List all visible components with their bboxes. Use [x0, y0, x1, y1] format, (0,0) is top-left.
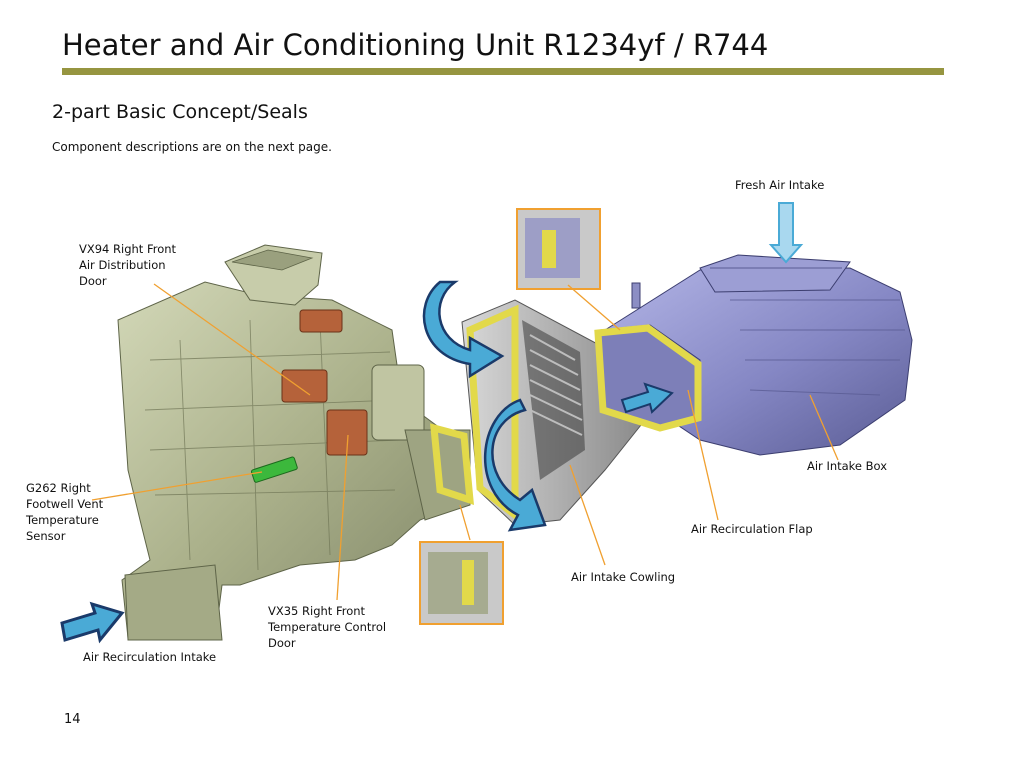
right-arrow-icon — [620, 382, 674, 414]
label-fresh-air-intake: Fresh Air Intake — [735, 178, 825, 192]
page-title: Heater and Air Conditioning Unit R1234yf… — [62, 28, 769, 62]
title-rule — [62, 68, 944, 75]
curved-arrow-icon — [484, 398, 547, 532]
g262-sensor — [250, 456, 298, 483]
leader-lines — [91, 283, 839, 601]
label-g262: G262 Right Footwell Vent Temperature Sen… — [26, 481, 104, 543]
down-arrow-icon — [768, 202, 804, 264]
section-subtitle: 2-part Basic Concept/Seals — [52, 101, 308, 123]
vx94-actuator — [281, 309, 343, 403]
label-air-intake-cowling: Air Intake Cowling — [571, 570, 676, 584]
label-vx94: VX94 Right Front Air Distribution Door — [79, 242, 177, 288]
label-air-recirculation-intake: Air Recirculation Intake — [83, 650, 217, 664]
page-number: 14 — [64, 712, 81, 727]
right-arrow-icon — [60, 601, 125, 644]
detail-callout-top — [516, 208, 601, 290]
heater-housing — [117, 244, 471, 641]
housing-seal — [430, 423, 474, 506]
curved-arrow-icon — [422, 280, 505, 379]
label-air-intake-box: Air Intake Box — [807, 459, 888, 473]
label-air-recirculation-flap: Air Recirculation Flap — [691, 522, 813, 536]
page-note: Component descriptions are on the next p… — [52, 140, 332, 154]
label-vx35: VX35 Right Front Temperature Control Doo… — [268, 604, 387, 650]
detail-callout-bottom — [419, 541, 504, 625]
air-intake-box — [594, 254, 913, 456]
